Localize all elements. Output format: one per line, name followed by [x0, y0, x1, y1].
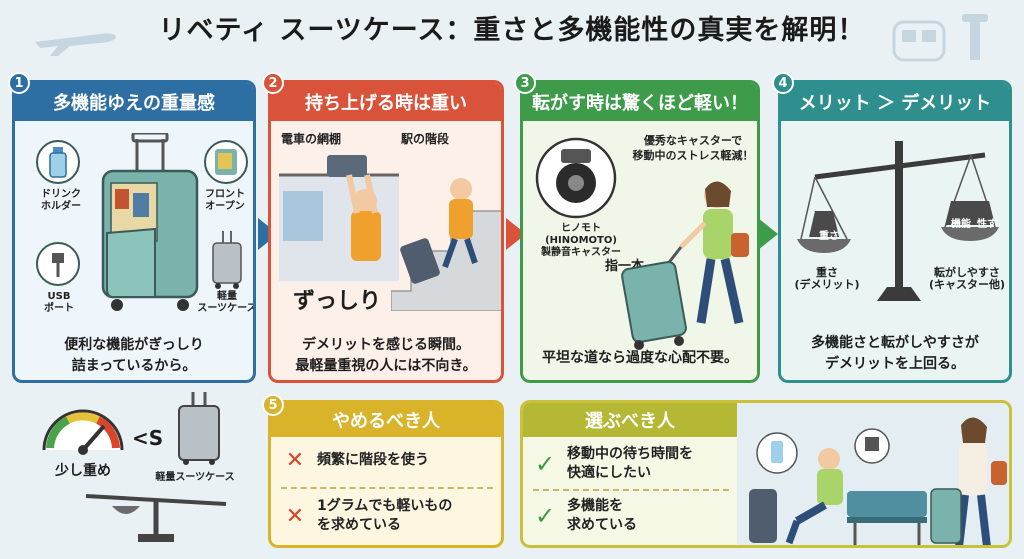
choose-item: ✓ 移動中の待ち時間を 快適にしたい — [533, 445, 693, 483]
page-title: リベティ スーツケース：重さと多機能性の真実を解明！ — [158, 15, 866, 46]
panel-caption: 便利な機能がぎっしり 詰まっているから。 — [64, 337, 204, 374]
weight-left-text: 重さ — [819, 231, 839, 242]
label-light-suitcase: 軽量 スーツケース — [197, 291, 256, 314]
avoid-item-text: 1グラムでも軽いもの を求めている — [317, 498, 453, 533]
heavy-sound-text: ずっしり — [293, 289, 382, 314]
choose-item-text: 多機能を 求めている — [567, 498, 637, 533]
panel-caption: 多機能さと転がしやすさが デメリットを上回る。 — [811, 335, 979, 372]
panel-header: 選ぶべき人 — [523, 403, 737, 437]
panel-caption: デメリットを感じる瞬間。 最軽量重視の人には不向き。 — [295, 337, 477, 374]
balance-scale-small-icon — [85, 494, 227, 542]
step-number-badge: 1 — [8, 72, 30, 94]
panel-heading: 持ち上げる時は重い — [305, 93, 467, 114]
compare-symbol: <S — [132, 426, 164, 450]
panel-heavy-lifting: 持ち上げる時は重い 電車の網棚 駅の階段 ずっしり デメリットを感じる瞬間。 最… — [268, 80, 504, 383]
usb-icon — [36, 242, 80, 286]
suitcase-open-illustration — [101, 133, 199, 311]
caster-bubble: 優秀なキャスターで 移動中のストレス軽減！ — [632, 134, 754, 162]
front-pocket-icon — [204, 140, 248, 184]
label-station-stairs: 駅の階段 — [401, 132, 450, 146]
divider — [533, 489, 729, 491]
stairs-scene — [391, 178, 501, 311]
label-drink-holder: ドリンク ホルダー — [41, 189, 81, 212]
label-front-open: フロント オープン — [205, 189, 245, 212]
step-number-badge: 5 — [262, 394, 284, 416]
choose-item: ✓ 多機能を 求めている — [533, 497, 637, 535]
panel-heading: 転がす時は驚くほど軽い！ — [532, 93, 748, 114]
avoid-item: ✕ 頻繁に階段を使う — [283, 448, 429, 473]
cross-icon: ✕ — [285, 503, 305, 529]
check-icon: ✓ — [534, 501, 556, 530]
choose-item-text: 移動中の待ち時間を 快適にしたい — [567, 446, 693, 481]
label-usb-port: USB ポート — [44, 291, 74, 314]
traveler-rolling-illustration — [621, 181, 749, 350]
weight-gauge-icon — [42, 409, 124, 455]
weight-right-text-b: 性す — [977, 219, 997, 230]
panel-heading: メリット ＞ デメリット — [798, 93, 992, 114]
panel-heading: やめるべき人 — [332, 411, 440, 432]
drink-bottle-icon — [36, 140, 80, 184]
label-merit: 転がしやすさ (キャスター他) — [928, 266, 1006, 291]
panel-header: 持ち上げる時は重い — [271, 83, 501, 121]
compare-light-label: 軽量スーツケース — [155, 472, 235, 483]
label-demerit: 重さ (デメリット) — [794, 266, 860, 291]
panel-header: やめるべき人 — [271, 403, 501, 437]
weight-right-text-a: 機能 — [951, 219, 971, 230]
step-number-badge: 2 — [262, 72, 284, 94]
panel-header: 多機能ゆえの重量感 — [15, 83, 253, 121]
balance-scale-icon — [797, 141, 999, 301]
panel-heavy-features: 多機能ゆえの重量感 ドリンク ホルダー フロント オープン — [12, 80, 256, 383]
panel-merit-over-demerit: メリット ＞ デメリット 重さ 機能 性す 重さ (デメリット) 転がしやすさ … — [778, 80, 1012, 383]
panel-heading: 選ぶべき人 — [585, 411, 675, 432]
avoid-item-text: 頻繁に階段を使う — [317, 452, 429, 468]
flow-arrow — [758, 218, 778, 250]
step-number-badge: 4 — [772, 72, 794, 94]
label-train-rack: 電車の網棚 — [281, 132, 342, 146]
airplane-icon — [35, 33, 116, 56]
caster-label: ヒノモト(HINOMOTO) 製静音キャスター — [541, 223, 621, 258]
light-suitcase-compare-icon — [178, 392, 220, 465]
panel-header: メリット ＞ デメリット — [781, 83, 1009, 121]
check-icon: ✓ — [534, 449, 556, 478]
panel-caption: 平坦な道なら過度な心配不要。 — [542, 350, 738, 366]
light-suitcase-icon — [212, 231, 242, 289]
panel-who-should-choose: 選ぶべき人 ✓ 移動中の待ち時間を 快適にしたい ✓ 多機能を 求めている — [520, 400, 1012, 548]
train-rack-scene — [279, 155, 399, 281]
panel-who-should-avoid: やめるべき人 ✕ 頻繁に階段を使う ✕ 1グラムでも軽いもの を求めている — [268, 400, 504, 548]
divider — [281, 487, 493, 489]
panel-easy-rolling: 転がす時は驚くほど軽い！ ヒノモト(HINOMOTO) 製静音キャスター 優秀な… — [520, 80, 760, 383]
panel-header: 転がす時は驚くほど軽い！ — [523, 83, 757, 121]
step-number-badge: 3 — [514, 72, 536, 94]
panel-heading: 多機能ゆえの重量感 — [53, 93, 215, 114]
caster-wheel-icon — [535, 137, 617, 219]
cross-icon: ✕ — [285, 448, 305, 473]
avoid-item: ✕ 1グラムでも軽いもの を求めている — [283, 497, 453, 535]
train-icon — [892, 14, 988, 62]
waiting-room-scene — [737, 403, 1009, 545]
gauge-label: 少し重め — [55, 463, 111, 479]
